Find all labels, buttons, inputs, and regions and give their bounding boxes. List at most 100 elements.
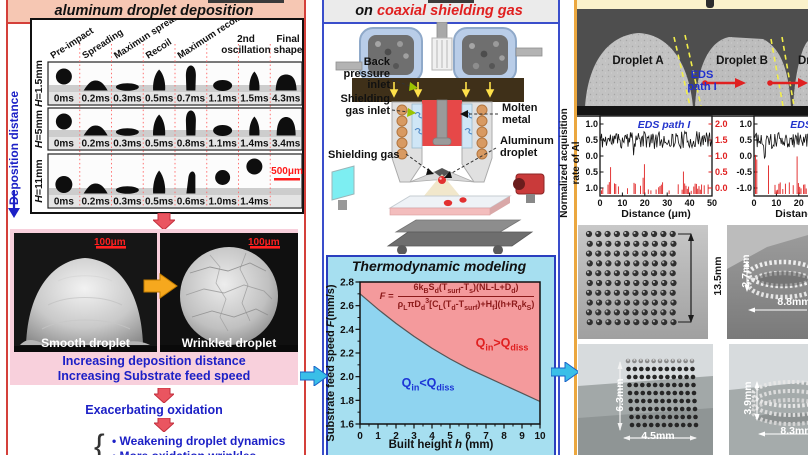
svg-text:1.0: 1.0 xyxy=(739,119,752,129)
time-label: 1.0ms xyxy=(208,197,237,208)
time-label: 1.4ms xyxy=(240,139,269,150)
svg-text:7: 7 xyxy=(483,431,489,442)
down-arrow-icon xyxy=(154,388,174,403)
svg-text:1.0: 1.0 xyxy=(715,151,728,161)
title-prefix: on xyxy=(355,3,377,19)
h-label: H=1.5mm xyxy=(33,60,45,107)
cropped-text-fragment xyxy=(706,0,714,8)
svg-text:4: 4 xyxy=(429,431,435,442)
time-label: 0ms xyxy=(54,94,74,105)
cropped-text-fragment xyxy=(428,0,474,3)
middle-panel-title: on coaxial shielding gas xyxy=(322,3,556,19)
svg-text:-0.5: -0.5 xyxy=(736,167,752,177)
droplet-shape-sphere_low xyxy=(55,176,73,193)
formula-fraction: 6kBSd(Tsurf-Ts)(NL-L+Dd)ρLπDd3[CL(Td-Tsu… xyxy=(397,282,535,312)
time-label: 0.2ms xyxy=(81,197,110,208)
svg-text:0: 0 xyxy=(357,431,363,442)
molten-metal-label: Molten metal xyxy=(502,102,538,126)
time-label: 0.8ms xyxy=(177,139,206,150)
time-label: 0.5ms xyxy=(145,139,174,150)
time-label: 3.4ms xyxy=(272,139,301,150)
droplet-b-label: Droplet B xyxy=(716,55,768,67)
droplet-shape-spread xyxy=(83,183,108,194)
droplet-shape-spread xyxy=(83,125,108,136)
svg-text:0.5: 0.5 xyxy=(739,135,752,145)
back-pressure-inlet-label: Back pressure inlet xyxy=(343,56,390,92)
svg-text:30: 30 xyxy=(662,198,672,208)
svg-text:EDS path II: EDS path II xyxy=(790,119,808,131)
thermo-xlabel: Built height h (mm) xyxy=(388,439,494,451)
caption-deposition-distance: Increasing deposition distance xyxy=(62,354,246,368)
svg-text:10: 10 xyxy=(534,431,546,442)
formula-lhs: F = xyxy=(379,291,394,303)
svg-text:20: 20 xyxy=(794,198,804,208)
svg-text:0: 0 xyxy=(751,198,756,208)
droplet-cross-section-image xyxy=(577,9,808,117)
down-arrow-icon xyxy=(154,418,174,432)
eds-ylabel-line2: rate of Al xyxy=(571,141,582,185)
droplet-shape-recoil xyxy=(153,69,166,91)
svg-text:-1.0: -1.0 xyxy=(586,183,598,193)
middle-to-right-arrow-icon xyxy=(551,362,579,382)
svg-text:0.5: 0.5 xyxy=(715,167,728,177)
svg-text:0.0: 0.0 xyxy=(586,151,598,161)
svg-text:8: 8 xyxy=(501,431,507,442)
svg-text:1: 1 xyxy=(375,431,381,442)
svg-text:2: 2 xyxy=(393,431,399,442)
droplet-shape-recoil2 xyxy=(153,170,166,194)
droplet-shape-dome2 xyxy=(276,117,296,136)
dot-array-photo xyxy=(578,225,708,339)
sem-scalebar-label: 100μm xyxy=(248,237,280,248)
thermodynamic-modeling-title: Thermodynamic modeling xyxy=(351,258,527,274)
caption-exacerbating-oxidation: Exacerbating oxidation xyxy=(85,403,223,417)
smooth-droplet-label: Smooth droplet xyxy=(41,336,130,350)
svg-text:-1.0: -1.0 xyxy=(736,183,752,193)
svg-text:0.0: 0.0 xyxy=(715,183,728,193)
svg-text:EDS path I: EDS path I xyxy=(638,119,692,131)
time-label: 0.3ms xyxy=(113,197,142,208)
shielding-gas-inlet-label: Shielding gas inlet xyxy=(340,93,391,117)
svg-text:Distance (μm): Distance (μm) xyxy=(621,208,690,220)
droplet-shape-pancake xyxy=(115,83,139,91)
dim-4-5mm-label: 4.5mm xyxy=(641,430,675,442)
shielding-gas-label: Shielding gas xyxy=(328,149,400,161)
svg-text:2.0: 2.0 xyxy=(715,119,728,129)
svg-text:0: 0 xyxy=(597,198,602,208)
row-scalebar-label: 500μm xyxy=(271,166,303,177)
svg-text:1.6: 1.6 xyxy=(340,420,354,431)
droplet-shape-column xyxy=(185,110,196,136)
deposition-distance-arrow-icon xyxy=(8,190,20,218)
svg-text:2.4: 2.4 xyxy=(340,325,354,336)
droplet-shape-tiltcol xyxy=(186,171,196,194)
bullet-weakening-dynamics: • Weakening droplet dynamics xyxy=(112,434,286,448)
svg-text:3: 3 xyxy=(411,431,417,442)
bullet-oxidation-wrinkles: • More oxidation wrinkles xyxy=(112,449,256,455)
time-label: 0.3ms xyxy=(113,139,142,150)
droplet-shape-lowoval xyxy=(213,125,233,136)
svg-text:9: 9 xyxy=(519,431,525,442)
lattice-cube-photo xyxy=(578,344,713,455)
time-label: 0.7ms xyxy=(177,94,206,105)
svg-text:Distance (μm): Distance (μm) xyxy=(775,208,808,220)
droplet-shape-ball_high xyxy=(246,158,263,175)
droplet-shape-tallcone xyxy=(249,71,260,91)
droplet-shape-dome xyxy=(275,74,297,91)
droplet-shape-column xyxy=(185,65,196,91)
time-label: 0.6ms xyxy=(177,197,206,208)
droplet-shape-tallcone xyxy=(249,116,260,136)
svg-text:0.5: 0.5 xyxy=(586,135,598,145)
svg-text:2.6: 2.6 xyxy=(340,301,354,312)
time-label: 0.5ms xyxy=(145,197,174,208)
region-above xyxy=(360,282,540,402)
wrinkled-droplet-label: Wrinkled droplet xyxy=(181,336,277,350)
dim-8-3mm-label: 8.3mm xyxy=(780,425,808,437)
svg-text:1.5: 1.5 xyxy=(715,135,728,145)
droplet-shape-ball_air xyxy=(215,170,231,185)
dim-3-9mm-label: 3.9mm xyxy=(742,381,754,415)
right-title-band xyxy=(577,0,808,9)
sem-images xyxy=(14,233,298,352)
droplet-shape-sphere_air xyxy=(55,68,72,85)
droplet-shape-pancake xyxy=(115,128,139,136)
svg-text:50: 50 xyxy=(707,198,717,208)
